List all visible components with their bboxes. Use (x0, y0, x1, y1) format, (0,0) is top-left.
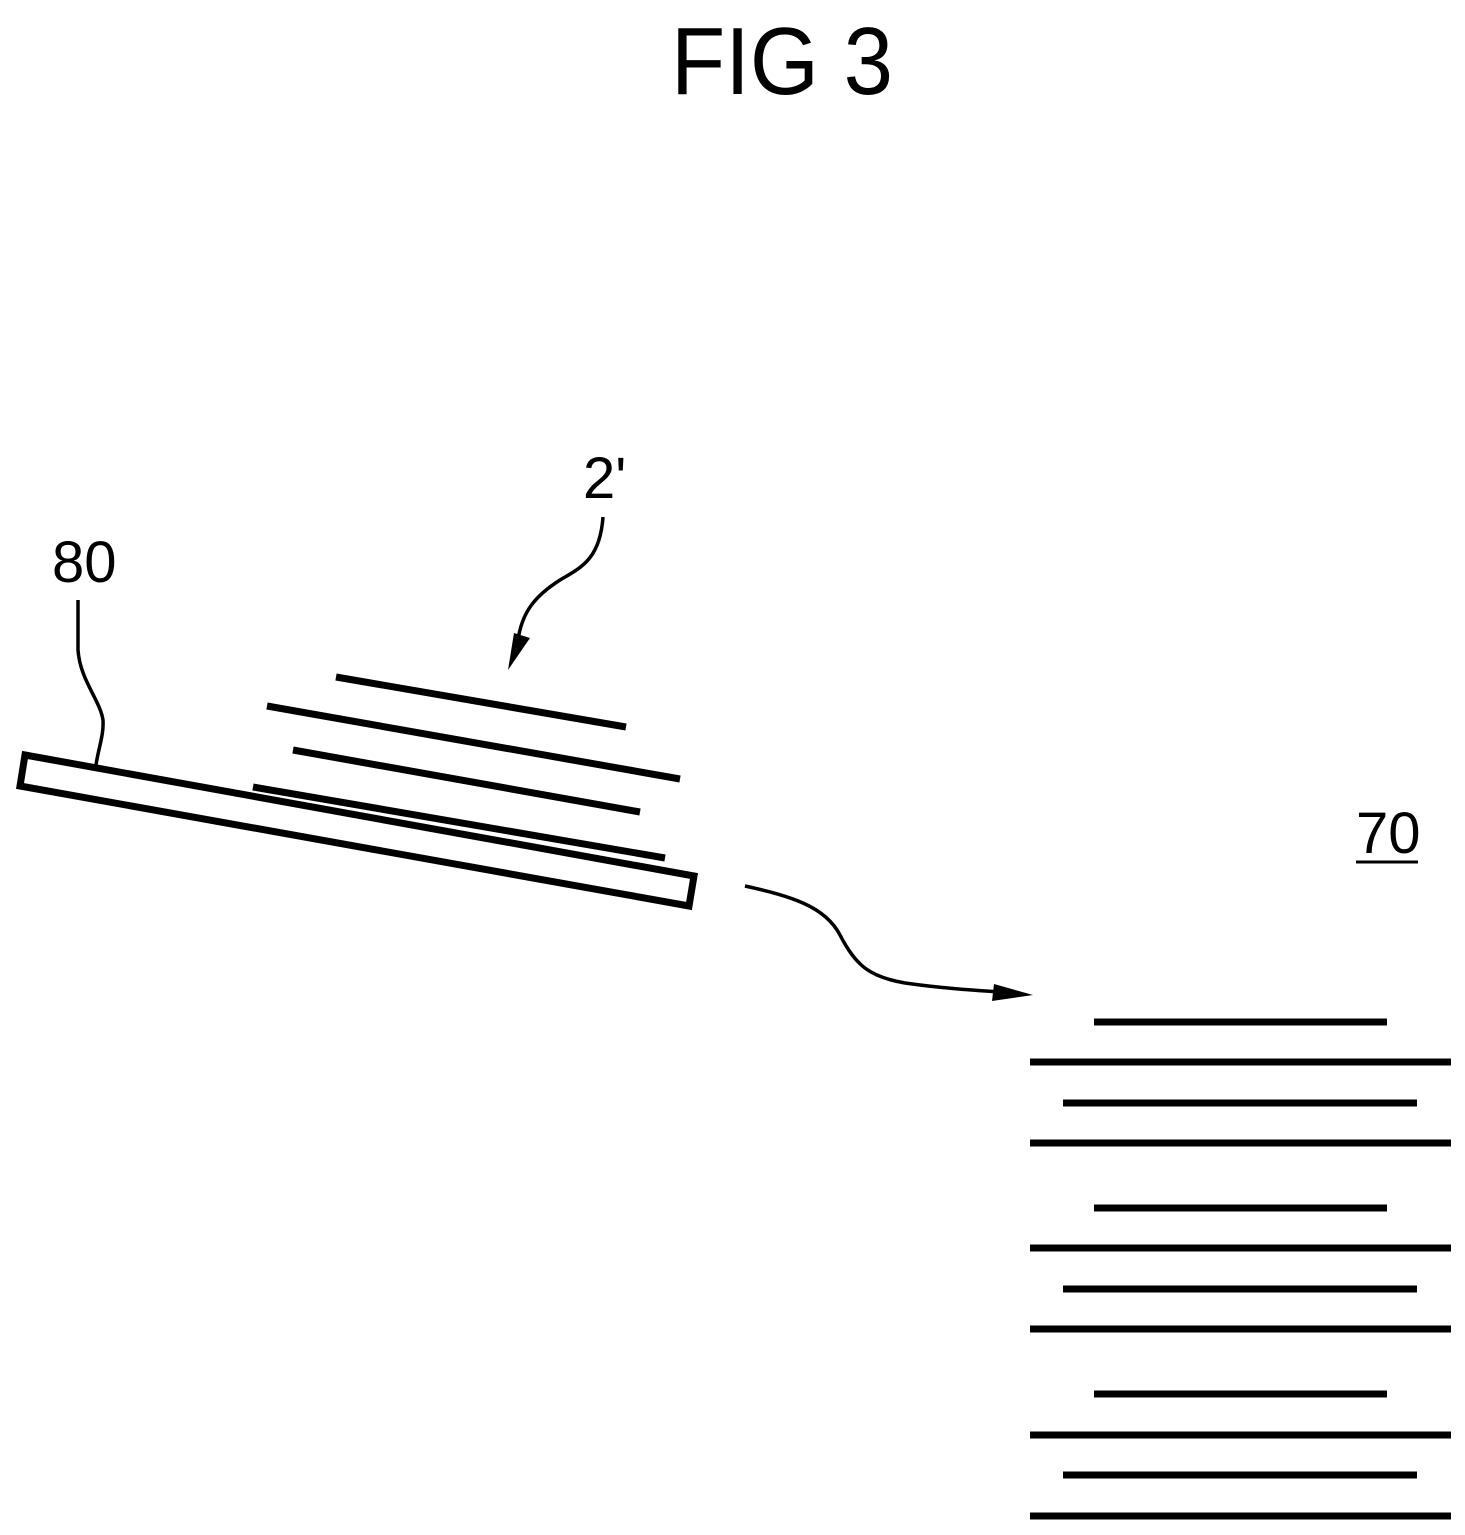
leader-sheet-stack (518, 517, 603, 640)
leader-carrier-plate (78, 600, 103, 765)
label-target-stack: 70 (1356, 801, 1421, 866)
arrowhead-sheet-stack (508, 633, 530, 670)
figure-title: FIG 3 (671, 8, 893, 115)
tilted-sheet (253, 787, 665, 858)
tilted-sheet (267, 706, 680, 779)
label-sheet-stack: 2' (583, 446, 626, 511)
label-carrier-plate: 80 (52, 530, 117, 595)
transfer-arrowhead (992, 984, 1033, 1001)
tilted-sheet (336, 677, 626, 727)
carrier-plate (20, 755, 694, 906)
transfer-arrow (745, 886, 1000, 992)
sheet-stack-tilted (253, 677, 680, 858)
target-stack (1030, 1022, 1451, 1516)
